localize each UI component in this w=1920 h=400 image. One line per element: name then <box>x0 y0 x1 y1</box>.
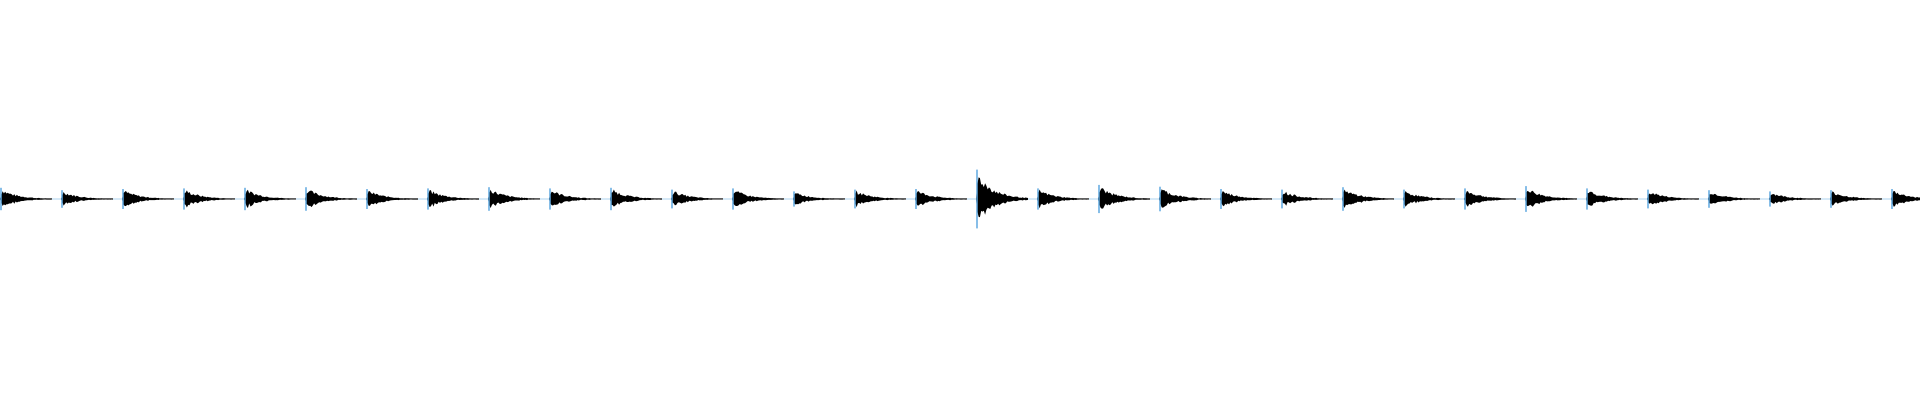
waveform-beat-shape <box>1708 193 1760 204</box>
waveform-beat <box>1647 189 1699 209</box>
waveform-beat <box>1464 188 1516 210</box>
waveform-beat <box>0 187 52 211</box>
waveform-beat <box>122 189 174 209</box>
waveform-beat-shape <box>366 191 418 206</box>
waveform-beat <box>1281 189 1333 209</box>
waveform-beat-shape <box>61 192 113 206</box>
waveform-beat <box>1037 188 1089 210</box>
waveform-beat <box>61 190 113 208</box>
waveform-beat-shape <box>1586 191 1638 206</box>
waveform-beat <box>1586 188 1638 210</box>
waveform-beat <box>488 187 540 211</box>
waveform-beat-shape <box>1159 189 1211 208</box>
waveform-beat-shape <box>1342 189 1394 208</box>
waveform-beat-shape <box>488 189 540 209</box>
waveform-beat-shape <box>305 190 357 208</box>
waveform-beat <box>1891 189 1920 209</box>
waveform-beat-shape <box>793 193 845 205</box>
waveform-beat-shape <box>1098 188 1150 209</box>
waveform-beat-shape <box>1464 191 1516 207</box>
waveform-beat <box>854 189 906 209</box>
waveform-beat <box>427 188 479 210</box>
waveform-beat-shape <box>122 190 174 207</box>
waveform-beat <box>1098 184 1150 214</box>
waveform-beat <box>671 189 723 209</box>
waveform-beat-shape <box>549 191 601 206</box>
waveform-beat <box>305 187 357 211</box>
waveform-beat <box>1220 189 1272 209</box>
waveform-beat <box>183 188 235 210</box>
waveform-beat-shape <box>0 191 52 206</box>
waveform-beat-shape <box>671 191 723 206</box>
waveform-beat-shape <box>1891 190 1920 207</box>
waveform-beat-shape <box>1830 191 1882 206</box>
waveform-beat-shape <box>915 191 967 206</box>
waveform-beat-shape <box>427 190 479 208</box>
waveform-beat-shape <box>1220 191 1272 207</box>
waveform-beat <box>1830 190 1882 208</box>
waveform-beat-shape <box>610 189 662 207</box>
waveform-beat-shape <box>1281 191 1333 206</box>
waveform-beat-shape <box>1647 193 1699 205</box>
waveform-beat <box>244 187 296 211</box>
waveform-beat <box>1708 190 1760 208</box>
waveform-beat-shape <box>183 190 235 208</box>
waveform-beat <box>1403 189 1455 209</box>
waveform-beat-shape <box>854 190 906 208</box>
waveform-beat <box>366 189 418 209</box>
waveform-beat <box>793 191 845 207</box>
waveform-beat <box>610 187 662 211</box>
waveform-beat <box>549 188 601 210</box>
waveform-beats <box>0 169 1920 229</box>
waveform-beat <box>1525 186 1577 212</box>
waveform-beat-shape <box>732 191 784 206</box>
waveform-beat <box>732 188 784 210</box>
waveform-beat <box>1769 191 1821 207</box>
waveform-beat <box>1159 186 1211 212</box>
waveform-beat-shape <box>1769 194 1821 204</box>
waveform-beat-shape <box>1037 189 1089 209</box>
waveform-beat <box>915 189 967 209</box>
waveform-beat-shape <box>976 177 1028 218</box>
waveform-beat-shape <box>244 189 296 209</box>
waveform-beat-shape <box>1403 191 1455 207</box>
waveform-beat-shape <box>1525 190 1577 207</box>
waveform-beat <box>976 169 1028 229</box>
waveform-beat <box>1342 187 1394 211</box>
